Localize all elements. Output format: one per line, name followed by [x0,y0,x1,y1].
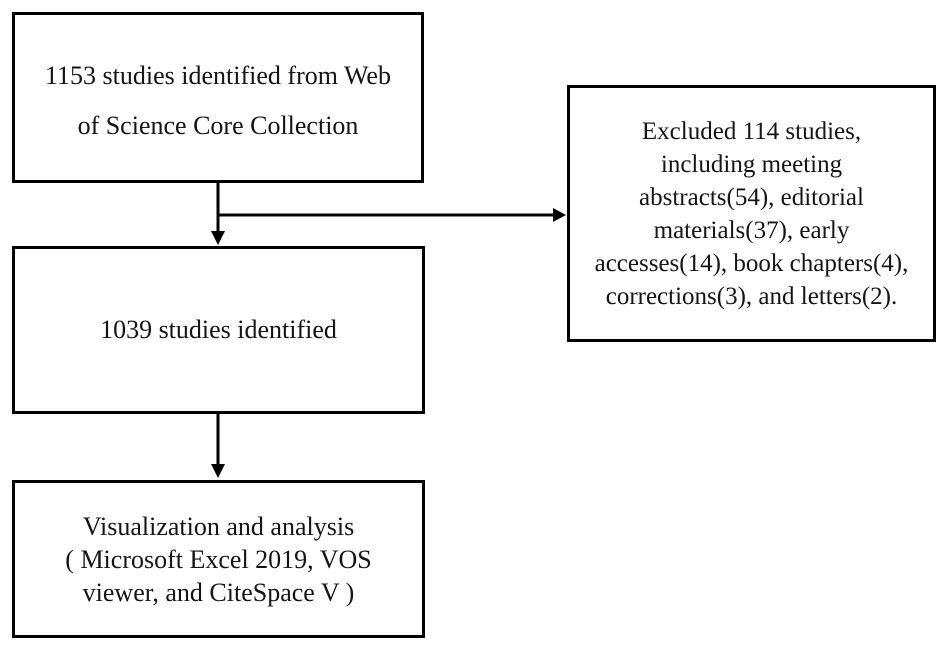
box-text-line: ( Microsoft Excel 2019, VOS [65,544,372,574]
box-text-line: accesses(14), book chapters(4), [594,249,909,277]
down-arrow-icon [211,414,225,478]
flow-box-visualization-analysis: Visualization and analysis ( Microsoft E… [12,480,425,638]
box-text-line: 1039 studies identified [100,315,337,344]
box-text-line: of Science Core Collection [77,110,359,140]
down-arrow-icon [211,183,225,245]
box-text-line: Visualization and analysis [82,511,355,541]
flow-box-excluded-studies: Excluded 114 studies, including meeting … [567,85,936,342]
box-text-line: including meeting [660,150,843,178]
box-text-line: viewer, and CiteSpace V ) [82,577,355,607]
right-arrow-icon [216,208,566,222]
box-text-line: materials(37), early [653,216,850,244]
flow-box-studies-screened: 1039 studies identified [12,246,425,414]
box-text-line: 1153 studies identified from Web [45,60,391,90]
flow-box-studies-identified: 1153 studies identified from Web of Scie… [12,12,424,183]
box-text-line: abstracts(54), editorial [639,183,864,211]
box-text-line: corrections(3), and letters(2). [605,282,898,310]
box-text-line: Excluded 114 studies, [641,117,862,145]
